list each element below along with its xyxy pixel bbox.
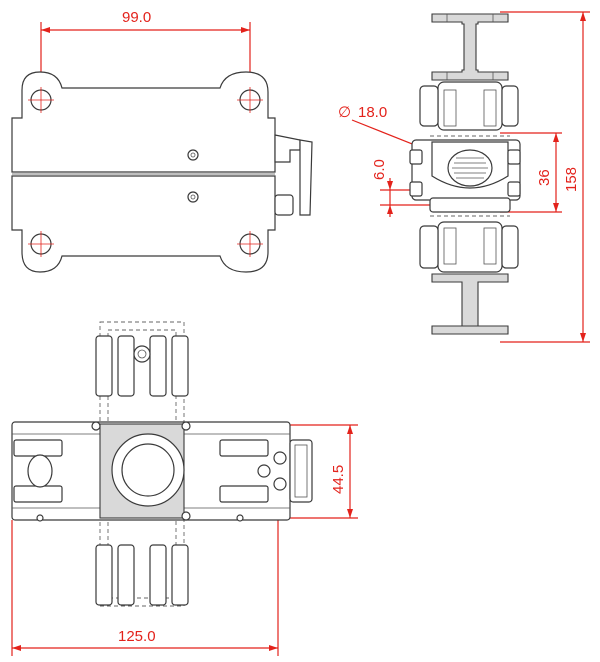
bottom-view: 125.0 44.5 <box>11 321 358 656</box>
dim-center-distance: 36 <box>536 169 553 186</box>
dim-bottom-width: 125.0 <box>118 628 156 645</box>
dim-top-width: 99.0 <box>122 9 151 26</box>
dim-gap: 6.0 <box>371 159 388 180</box>
top-view: 99.0 <box>11 9 313 273</box>
dim-bore-diameter-symbol: ∅ <box>338 104 351 121</box>
side-view: 158 36 6.0 ∅ 18.0 <box>338 11 590 343</box>
dim-side-height: 44.5 <box>330 465 347 494</box>
dim-overall-height: 158 <box>563 167 580 192</box>
dim-bore-diameter: 18.0 <box>358 104 387 121</box>
